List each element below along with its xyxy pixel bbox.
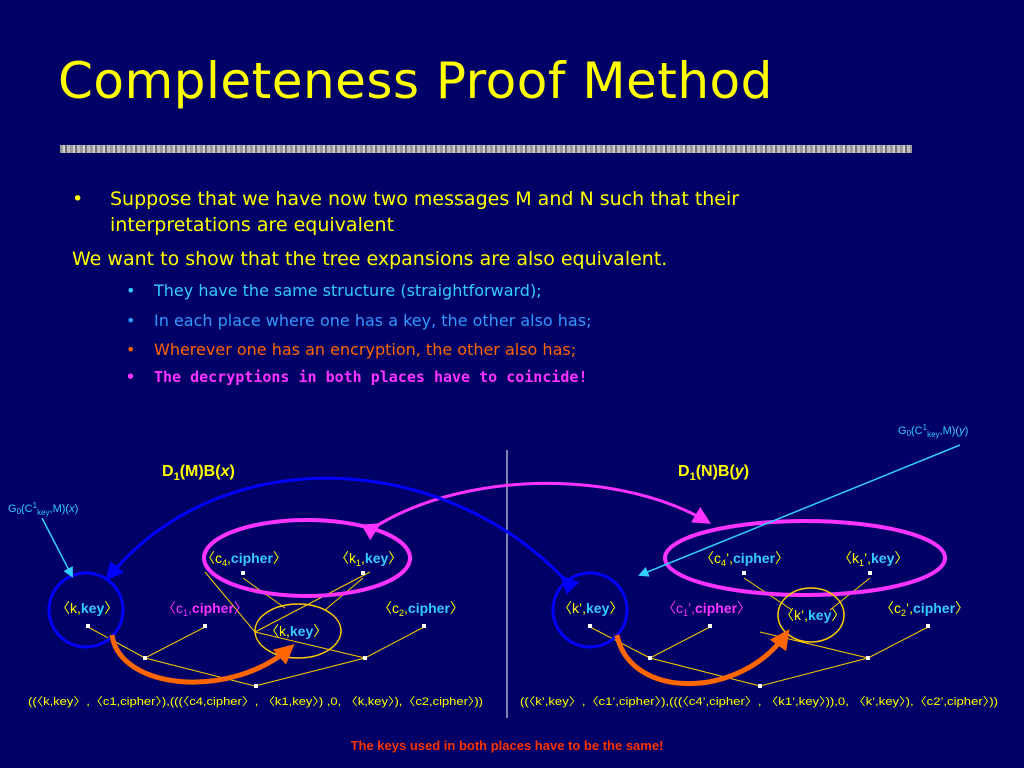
line-2: We want to show that the tree expansions… — [72, 248, 668, 270]
left-node-c4-cipher: 〈c4,cipher〉 — [201, 550, 287, 568]
right-g-pointer — [638, 444, 961, 577]
left-magenta-ellipse — [202, 518, 412, 598]
magenta-link-arrow — [361, 481, 712, 541]
right-node-c1-cipher: 〈c1’,cipher〉 — [662, 600, 751, 618]
right-header: D1(N)B(y) — [678, 463, 749, 483]
slide-title: Completeness Proof Method — [58, 52, 773, 110]
right-node-k-key: 〈k’,key〉 — [558, 600, 623, 616]
sub-bullet-4: • The decryptions in both places have to … — [126, 368, 587, 386]
bullet-dot: • — [126, 281, 136, 300]
left-orange-arrow — [109, 634, 295, 685]
right-magenta-ellipse — [663, 519, 947, 597]
bullet-1: • Suppose that we have now two messages … — [72, 186, 852, 238]
left-node-c1-cipher: 〈c1,cipher〉 — [162, 600, 248, 618]
sub-bullet-3-text: Wherever one has an encryption, the othe… — [154, 340, 577, 359]
left-g-pointer — [41, 517, 73, 578]
left-key-child-ellipse — [254, 603, 342, 659]
sub-bullet-2: • In each place where one has a key, the … — [126, 311, 591, 330]
left-node-k1-key: 〈k1,key〉 — [335, 550, 402, 568]
left-g-label: G0(C1key,M)(x) — [8, 501, 78, 517]
right-node-c2-cipher: 〈c2’,cipher〉 — [880, 600, 969, 618]
bullet-1-text: Suppose that we have now two messages M … — [110, 188, 740, 236]
left-node-k-key: 〈k,key〉 — [56, 600, 118, 616]
sub-bullet-1-text: They have the same structure (straightfo… — [154, 281, 542, 300]
right-node-k-key-child: 〈k’,key〉 — [780, 607, 845, 623]
blue-link-arrow — [105, 476, 580, 595]
sub-bullet-2-text: In each place where one has a key, the o… — [154, 311, 592, 330]
right-tree-dots — [588, 571, 930, 688]
bullet-dot: • — [126, 311, 136, 330]
right-orange-arrow — [614, 629, 790, 686]
left-key-circle — [47, 571, 125, 649]
right-node-k1-key: 〈k1’,key〉 — [838, 550, 908, 568]
title-divider — [60, 145, 912, 153]
right-key-child-ellipse — [777, 587, 845, 643]
left-header: D1(M)B(x) — [162, 463, 235, 483]
sub-bullet-4-text: The decryptions in both places have to c… — [154, 368, 588, 386]
right-key-circle — [551, 571, 629, 649]
bullet-dot: • — [72, 188, 84, 210]
sub-bullet-3: • Wherever one has an encryption, the oth… — [126, 340, 576, 359]
bullet-dot: • — [126, 368, 136, 386]
footer-note: The keys used in both places have to be … — [351, 738, 664, 753]
right-g-label: G0(C1key,M)(y) — [898, 423, 968, 439]
left-node-k-key-child: 〈k,key〉 — [265, 623, 327, 639]
left-node-c2-cipher: 〈c2,cipher〉 — [378, 600, 464, 618]
right-node-c4-cipher: 〈c4’,cipher〉 — [700, 550, 789, 568]
sub-bullet-1: • They have the same structure (straightf… — [126, 281, 542, 300]
bullet-dot: • — [126, 340, 136, 359]
left-expression: ((〈k,key〉,〈c1,cipher〉),(((〈c4,cipher〉, 〈… — [28, 695, 483, 708]
right-expression: ((〈k’,key〉,〈c1’,cipher〉),(((〈c4’,cipher〉… — [520, 695, 998, 708]
